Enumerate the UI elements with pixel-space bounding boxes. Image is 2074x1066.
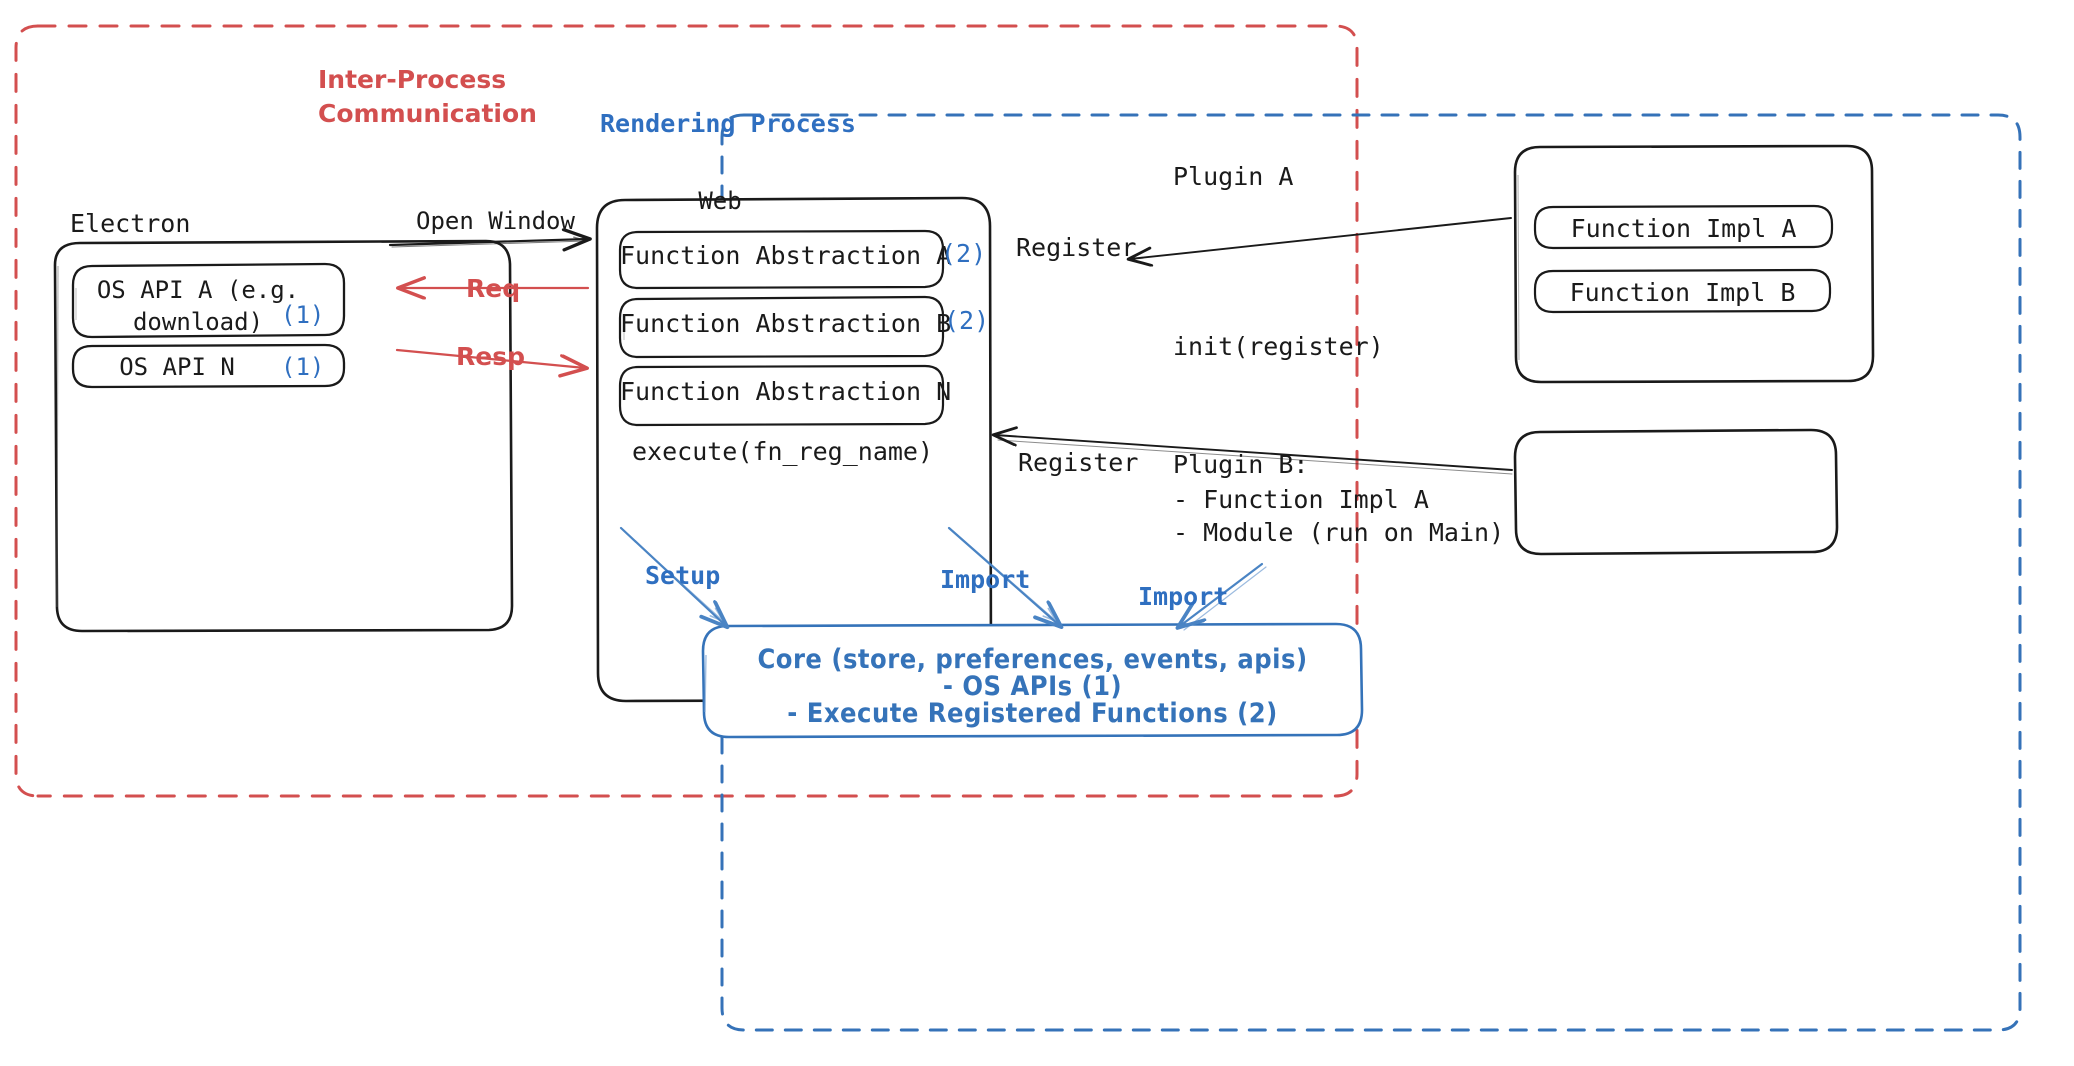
function-abstraction-a-box [618, 229, 945, 290]
function-abstraction-b-box [618, 295, 945, 359]
edge-register-plugin-b-label: Register [1018, 448, 1139, 477]
ipc-region-label: Inter-Process Communication [318, 65, 537, 128]
core-line-3: - Execute Registered Functions (2) [787, 698, 1278, 729]
plugin-b-item-2: - Module (run on Main) [1173, 518, 1505, 547]
ipc-region-border [14, 24, 1359, 798]
function-impl-a-label: Function Impl A [1570, 214, 1797, 243]
edge-setup [619, 526, 725, 625]
function-abstraction-n-label: Function Abstraction N [620, 377, 952, 406]
edge-register-plugin-b [995, 435, 1513, 475]
os-api-a-label: OS API A (e.g. download) [96, 276, 300, 337]
core-box [701, 622, 1364, 739]
plugin-a-title: Plugin A [1173, 162, 1294, 191]
core-line-1: Core (store, preferences, events, apis) [757, 644, 1308, 675]
edge-req-label: Req [466, 274, 521, 303]
function-abstraction-b-badge: (2) [944, 306, 990, 335]
edge-resp [395, 348, 585, 368]
edge-import-plugin-b-label: Import [1138, 582, 1229, 611]
web-title: Web [698, 187, 742, 215]
edge-import-web-label: Import [940, 565, 1031, 594]
function-impl-b-box [1533, 268, 1832, 314]
plugin-b-box [1513, 428, 1839, 556]
edge-setup-label: Setup [645, 561, 721, 590]
web-execute-label: execute(fn_reg_name) [632, 437, 934, 466]
function-abstraction-n-box [618, 364, 945, 427]
edge-register-plugin-a-label: Register [1016, 233, 1137, 262]
edge-open-window [388, 239, 588, 247]
function-abstraction-a-label: Function Abstraction A [620, 241, 952, 270]
plugin-b-item-1: - Function Impl A [1173, 485, 1429, 514]
plugin-b-title: Plugin B: [1173, 450, 1309, 479]
edge-import-web [947, 526, 1059, 625]
edge-resp-label: Resp [456, 342, 525, 371]
plugin-a-init-label: init(register) [1173, 332, 1384, 361]
rendering-region-border [720, 113, 2022, 1032]
function-impl-b-label: Function Impl B [1569, 278, 1796, 307]
electron-title: Electron [70, 209, 191, 238]
plugin-a-box [1513, 144, 1875, 384]
edge-import-plugin-b [1180, 562, 1267, 631]
os-api-n-badge: (1) [281, 353, 325, 381]
function-impl-a-box [1533, 204, 1834, 250]
electron-box [53, 239, 514, 633]
edge-register-plugin-a [1130, 217, 1512, 259]
core-line-2: - OS APIs (1) [942, 671, 1123, 702]
function-abstraction-b-label: Function Abstraction B [620, 309, 952, 338]
os-api-n-label: OS API N [119, 353, 235, 381]
rendering-region-label: Rendering Process [600, 109, 856, 138]
os-api-a-box [71, 262, 346, 339]
edge-open-window-label: Open Window [416, 207, 575, 235]
os-api-n-box [71, 343, 346, 389]
os-api-a-badge: (1) [281, 301, 325, 329]
function-abstraction-a-badge: (2) [941, 239, 987, 268]
